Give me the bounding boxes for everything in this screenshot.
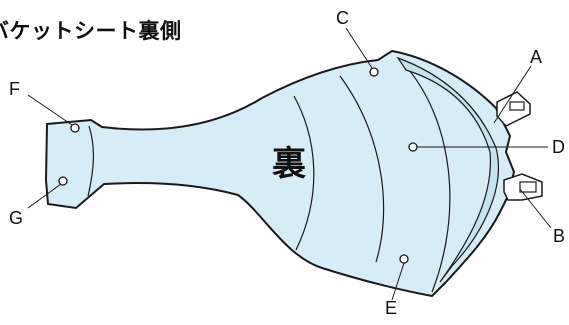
bracket-b [503,173,543,201]
callout-c: C [336,8,349,28]
leader-c [345,27,373,69]
leader-g [27,183,62,209]
callout-b: B [553,226,566,246]
diagram-title: バケットシート裏側 [0,19,182,43]
rib-line [339,75,385,263]
center-label: 裏 [272,144,306,184]
callout-f: F [9,79,20,99]
bolt-d [408,142,418,152]
bolt-c [369,67,379,77]
seat-rim [396,56,500,283]
callout-g: G [9,208,24,228]
leader-e [391,262,405,301]
tail-seam [87,125,95,197]
leader-b [519,188,552,229]
bolt-g [58,176,68,186]
rib-line [403,63,451,293]
callout-a: A [530,47,543,67]
leader-a [493,65,532,124]
rib-line [293,95,315,251]
callout-d: D [552,137,565,157]
bracket-a [496,91,531,127]
callout-e: E [385,298,398,318]
leader-f [27,94,73,126]
seat-body [44,49,516,298]
bolt-f [70,123,80,133]
bolt-e [399,254,409,264]
